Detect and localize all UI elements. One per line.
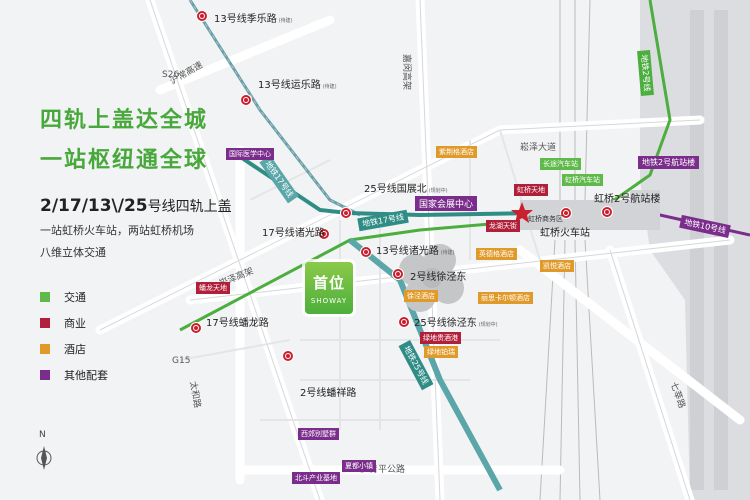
poi-bus-station: 长途汽车站: [540, 158, 581, 170]
poi-intl-medical: 国际医学中心: [226, 148, 274, 160]
station-25-guozhanbei: 25号线国展北(规划中): [364, 180, 448, 195]
road-s26: S26: [162, 70, 180, 80]
station-note: (规划中): [428, 188, 448, 194]
metro-icon: [318, 228, 330, 240]
legend-item-other: 其他配套: [40, 368, 108, 382]
station-13-yunle: 13号线运乐路(待建): [258, 76, 337, 91]
metro-icon: [240, 94, 252, 106]
legend-item-commerce: 商业: [40, 316, 86, 330]
poi-kaiyue: 凯悦酒店: [540, 260, 574, 272]
subhead-lines: 2/17/13\/25号线四轨上盖: [40, 196, 232, 216]
station-hongqiao: 虹桥火车站: [540, 224, 590, 239]
road-g15: G15: [172, 356, 191, 366]
subhead-line-numbers: 2/17/13\/25: [40, 196, 148, 216]
station-note: (待建): [440, 250, 455, 256]
metro-icon: [196, 10, 208, 22]
station-13-jile: 13号线季乐路(待建): [214, 10, 293, 25]
road-jiamin: 嘉闵高架: [401, 54, 411, 91]
station-note: (待建): [322, 84, 337, 90]
headline-line-1: 四轨上盖达全城: [40, 108, 209, 133]
poi-xujing-hotel: 徐泾酒店: [404, 290, 438, 302]
station-name: 2号线蟠祥路: [300, 388, 357, 399]
station-17-panlong: 17号线蟠龙路: [206, 314, 269, 329]
poi-yingluo: 英德格酒店: [476, 248, 517, 260]
station-hongqiao-t2: 虹桥2号航站楼: [594, 190, 660, 205]
station-name: 2号线徐泾东: [410, 272, 467, 283]
poi-xiadu: 夏都小镇: [342, 460, 376, 472]
metro-icon: [398, 316, 410, 328]
legend-label: 酒店: [64, 343, 86, 356]
station-2-xujing: 2号线徐泾东: [410, 268, 466, 283]
road-huqing: 沪青平公路: [360, 465, 406, 475]
headline-line-2: 一站枢纽通全球: [40, 148, 209, 173]
legend-swatch-other: [40, 370, 50, 380]
poi-bus-station-2: 虹桥汽车站: [562, 174, 603, 186]
station-name: 17号线蟠龙路: [206, 318, 269, 329]
project-logo: 首位 SHOWAY: [305, 262, 353, 314]
legend-swatch-traffic: [40, 292, 50, 302]
metro-icon: [340, 207, 352, 219]
project-name-en: SHOWAY: [310, 297, 348, 305]
station-13-zhuguang: 13号线诸光路(待建): [376, 242, 455, 257]
poi-panlong-tiandi: 蟠龙天地: [196, 282, 230, 294]
metro-icon: [282, 350, 294, 362]
station-name: 虹桥2号航站楼: [594, 194, 661, 205]
poi-wanke: 虹桥商务区: [528, 215, 563, 223]
poi-hotel-ne: 紫荆格酒店: [436, 146, 477, 158]
legend-label: 商业: [64, 317, 86, 330]
poi-longhu: 龙湖天街: [486, 220, 520, 232]
station-25-xujing: 25号线徐泾东(规划中): [414, 314, 498, 329]
station-17-zhuguang: 17号线诸光路: [262, 224, 325, 239]
subhead-line-2: 一站虹桥火车站，两站虹桥机场: [40, 224, 194, 237]
subhead-line-3: 八维立体交通: [40, 246, 106, 259]
poi-hongqiao-tiandi: 虹桥天地: [514, 184, 548, 196]
station-name: 25号线国展北: [364, 184, 427, 195]
metro-icon: [190, 322, 202, 334]
poi-beidou: 北斗产业基地: [292, 472, 340, 484]
station-2-panxiang: 2号线蟠祥路: [300, 384, 356, 399]
station-name: 13号线运乐路: [258, 80, 321, 91]
legend-label: 交通: [64, 291, 86, 304]
metro-icon: [601, 206, 613, 218]
station-name: 25号线徐泾东: [414, 318, 477, 329]
legend-swatch-commerce: [40, 318, 50, 328]
metro-icon: [360, 246, 372, 258]
station-name: 17号线诸光路: [262, 228, 325, 239]
poi-lvdi-2: 绿地铂瑞: [424, 346, 458, 358]
compass-needle-icon: [36, 446, 52, 470]
road-songze: 崧泽大道: [520, 143, 557, 153]
legend-item-traffic: 交通: [40, 290, 86, 304]
station-note: (待建): [278, 18, 293, 24]
expo-tag: 国家会展中心: [415, 196, 478, 211]
legend-label: 其他配套: [64, 369, 108, 382]
project-name: 首位: [312, 274, 345, 292]
poi-lvdi: 绿地贵酒港: [420, 332, 461, 344]
legend-item-hotel: 酒店: [40, 342, 86, 356]
station-name: 13号线诸光路: [376, 246, 439, 257]
subhead-rest: 号线四轨上盖: [147, 199, 232, 215]
compass-letter: N: [39, 430, 46, 440]
metro-icon: [560, 207, 572, 219]
line-tag-t2: 地铁2号航站楼: [638, 156, 700, 169]
compass-icon: N: [36, 430, 52, 474]
station-name: 13号线季乐路: [214, 14, 277, 25]
station-note: (规划中): [478, 322, 498, 328]
legend-swatch-hotel: [40, 344, 50, 354]
poi-ritz: 丽思卡尔顿酒店: [478, 292, 533, 304]
metro-icon: [392, 268, 404, 280]
poi-xijiao: 西郊别墅群: [298, 428, 339, 440]
station-name: 虹桥火车站: [540, 228, 590, 239]
